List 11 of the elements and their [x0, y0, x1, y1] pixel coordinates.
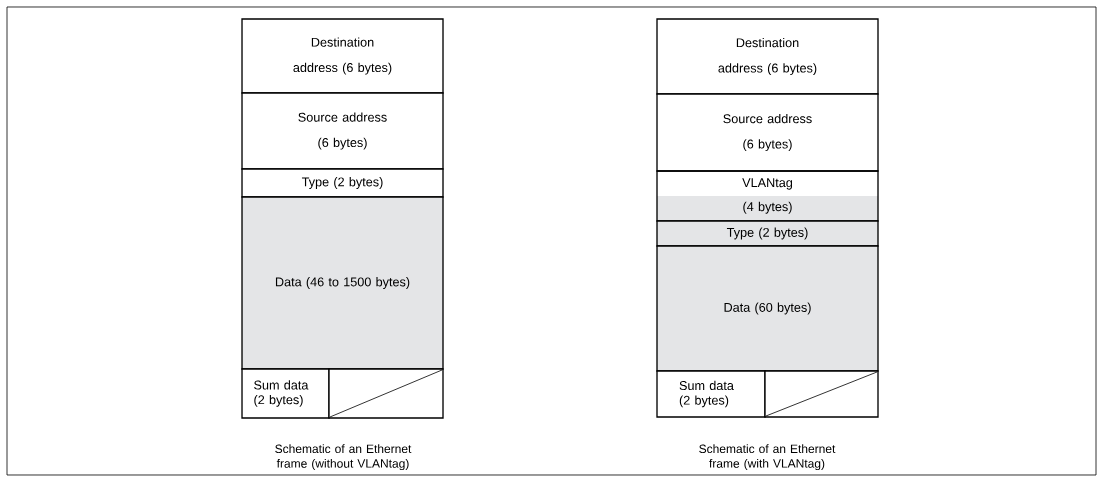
field-cell: Type (2 bytes)	[656, 220, 879, 247]
caption: Schematic of an Ethernet frame (with VLANtag)	[699, 444, 836, 471]
field-cell: Destination address (6 bytes)	[656, 18, 879, 95]
field-cell: Sum data (2 bytes)	[241, 368, 330, 419]
field-cell: Type (2 bytes)	[241, 168, 444, 198]
field-cell: Destination address (6 bytes)	[241, 18, 444, 94]
field-cell: VLANtag (4 bytes)	[656, 170, 879, 222]
caption: Schematic of an Ethernet frame (without VLANtag)	[275, 444, 412, 471]
field-cell: Source address (6 bytes)	[656, 93, 879, 172]
field-cell: Data (46 to 1500 bytes)	[241, 196, 444, 370]
field-cell: Sum data (2 bytes)	[656, 370, 766, 418]
